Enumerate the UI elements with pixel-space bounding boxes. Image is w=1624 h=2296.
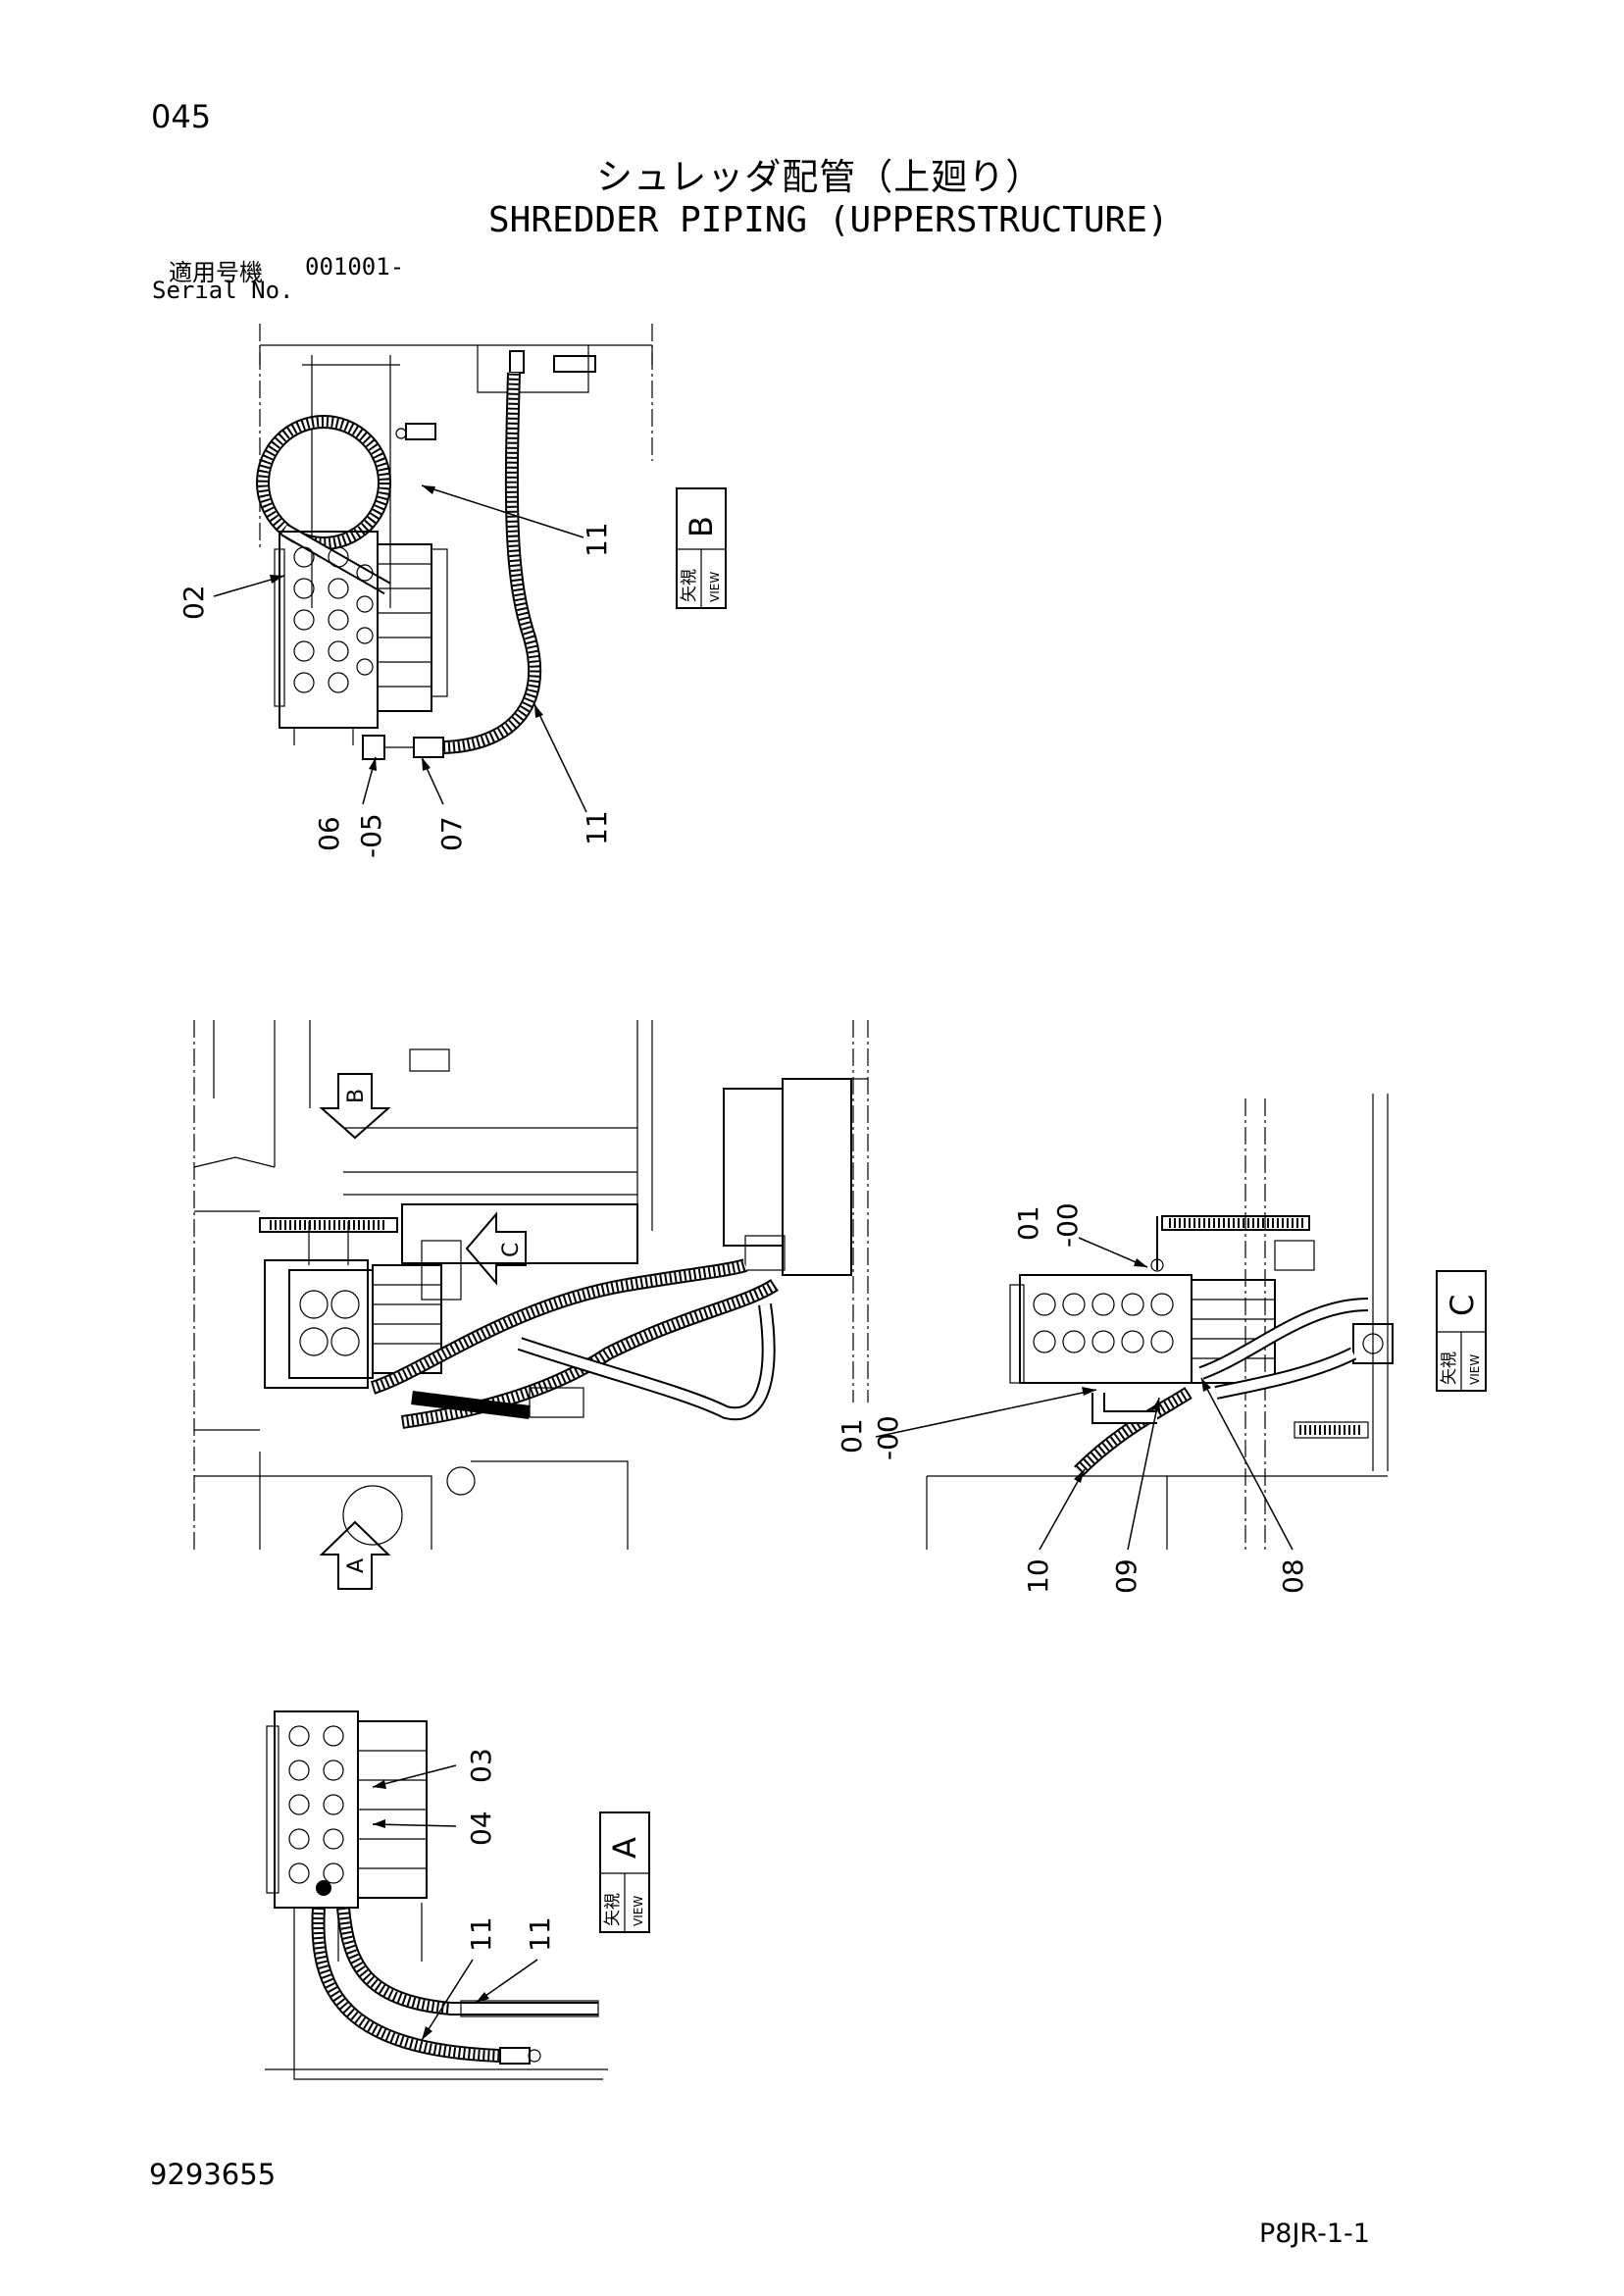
view-b-leaders — [213, 485, 587, 813]
valve-ports-b — [293, 546, 374, 693]
valve-ports-c — [1033, 1293, 1174, 1353]
callout-00: -00 — [872, 1415, 904, 1460]
view-a-letter: A — [606, 1837, 643, 1859]
view-c-callouts: 01 -00 01 -00 10 09 08 — [836, 1202, 1309, 1594]
page-number: 045 — [151, 98, 212, 135]
view-a-callouts: 03 04 11 11 — [465, 1748, 556, 1952]
callout-04: 04 — [465, 1811, 497, 1846]
view-a-jp: 矢視 — [603, 1893, 623, 1926]
callout-09: 09 — [1110, 1558, 1142, 1594]
view-b-en: VIEW — [708, 572, 722, 602]
callout-05: -05 — [355, 813, 387, 858]
view-a-leaders — [372, 1764, 538, 2041]
valve-ports-a — [288, 1725, 344, 1896]
serial-range: 001001- — [305, 253, 405, 281]
arrow-a-letter: A — [344, 1558, 369, 1573]
view-c-letter: C — [1444, 1295, 1481, 1316]
callout-11: 11 — [581, 810, 613, 845]
drawing-number: 9293655 — [149, 2158, 277, 2191]
callout-03: 03 — [465, 1748, 497, 1783]
view-arrow-a: A — [319, 1520, 391, 1590]
callout-07: 07 — [435, 816, 468, 851]
view-arrow-c: C — [465, 1211, 527, 1286]
serial-label-english: Serial No. — [152, 277, 294, 304]
callout-02: 02 — [178, 585, 210, 620]
callout-11: 11 — [581, 522, 613, 557]
view-c-leaders — [875, 1237, 1294, 1551]
callout-10: 10 — [1022, 1558, 1054, 1594]
view-b-letter: B — [683, 516, 720, 537]
page-code: P8JR-1-1 — [1259, 2219, 1370, 2249]
serial-label-japanese: 適用号機 — [169, 259, 263, 286]
view-c-en: VIEW — [1468, 1354, 1482, 1385]
view-a-drawing — [265, 1710, 608, 2080]
view-b-callouts: 11 02 11 06 -05 07 — [178, 522, 613, 858]
callout-11: 11 — [524, 1916, 556, 1952]
view-b-jp: 矢視 — [680, 569, 699, 602]
callout-06: 06 — [313, 816, 345, 851]
arrow-c-letter: C — [499, 1243, 524, 1257]
view-c-label: C 矢視 VIEW — [1436, 1270, 1487, 1392]
plan-view-drawing — [193, 1020, 869, 1550]
callout-01: 01 — [836, 1418, 868, 1454]
callout-11: 11 — [465, 1916, 497, 1952]
view-b-label: B 矢視 VIEW — [676, 487, 727, 609]
title-english: SHREDDER PIPING (UPPERSTRUCTURE) — [488, 200, 1169, 240]
callout-00: -00 — [1051, 1202, 1084, 1248]
view-c-jp: 矢視 — [1440, 1352, 1459, 1385]
view-a-en: VIEW — [632, 1896, 645, 1926]
title-japanese: シュレッダ配管（上廻り） — [596, 156, 1043, 198]
view-arrow-b: B — [319, 1073, 391, 1140]
callout-08: 08 — [1277, 1558, 1309, 1594]
view-c-drawing — [926, 1094, 1394, 1550]
arrow-b-letter: B — [344, 1089, 369, 1103]
callout-01: 01 — [1012, 1205, 1044, 1241]
view-b-drawing — [256, 324, 653, 760]
view-a-label: A 矢視 VIEW — [599, 1811, 650, 1933]
